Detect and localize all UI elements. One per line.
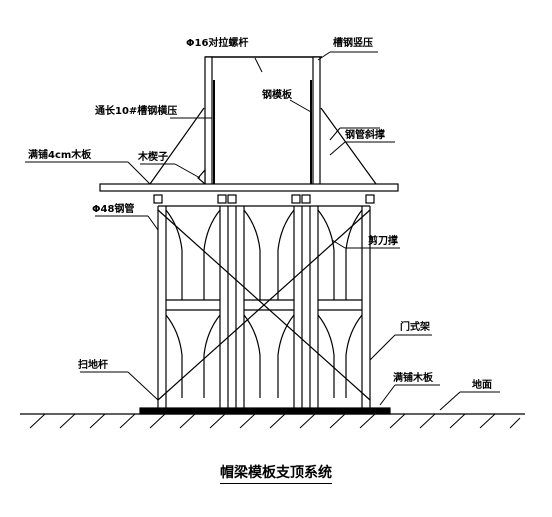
label-ground: 地面 [472,380,492,391]
nut-4 [291,194,301,204]
label-channel-horizontal: 通长10#槽钢横压 [95,106,178,117]
channel-post-right [312,56,321,186]
diagram-title-text: 帽梁模板支顶系统 [220,465,332,484]
base-plank [139,407,391,415]
label-channel-vertical: 槽钢竖压 [333,38,373,49]
nut-1 [153,194,163,204]
nut-5 [301,194,311,204]
brace-left [149,107,205,185]
label-base-plank: 满铺木板 [393,373,433,384]
nut-2 [217,194,227,204]
plank-board [99,183,399,192]
diagram-title: 帽梁模板支顶系统 [0,462,552,484]
door-frame-2 [235,206,303,408]
label-wood-wedge: 木楔子 [138,152,168,163]
door-frame-1 [157,206,229,408]
brace-right [320,107,377,185]
ground-hatch [29,413,521,429]
label-steel-pipe: Φ48钢管 [92,204,135,215]
door-frame-3 [309,206,371,408]
label-scissor-brace: 剪刀撑 [368,236,398,247]
label-door-frame: 门式架 [400,322,430,333]
label-steel-formwork: 钢模板 [262,90,292,101]
label-tie-rod: Φ16对拉螺杆 [186,38,249,49]
nut-3 [227,194,237,204]
leader-lines [25,51,500,411]
channel-post-left [204,56,213,186]
label-plank: 满铺4cm木板 [28,150,92,161]
label-sweep-rod: 扫地杆 [78,360,108,371]
label-steel-pipe-brace: 钢管斜撑 [345,130,385,141]
wood-wedge-shape [197,168,206,186]
nut-6 [365,194,375,204]
